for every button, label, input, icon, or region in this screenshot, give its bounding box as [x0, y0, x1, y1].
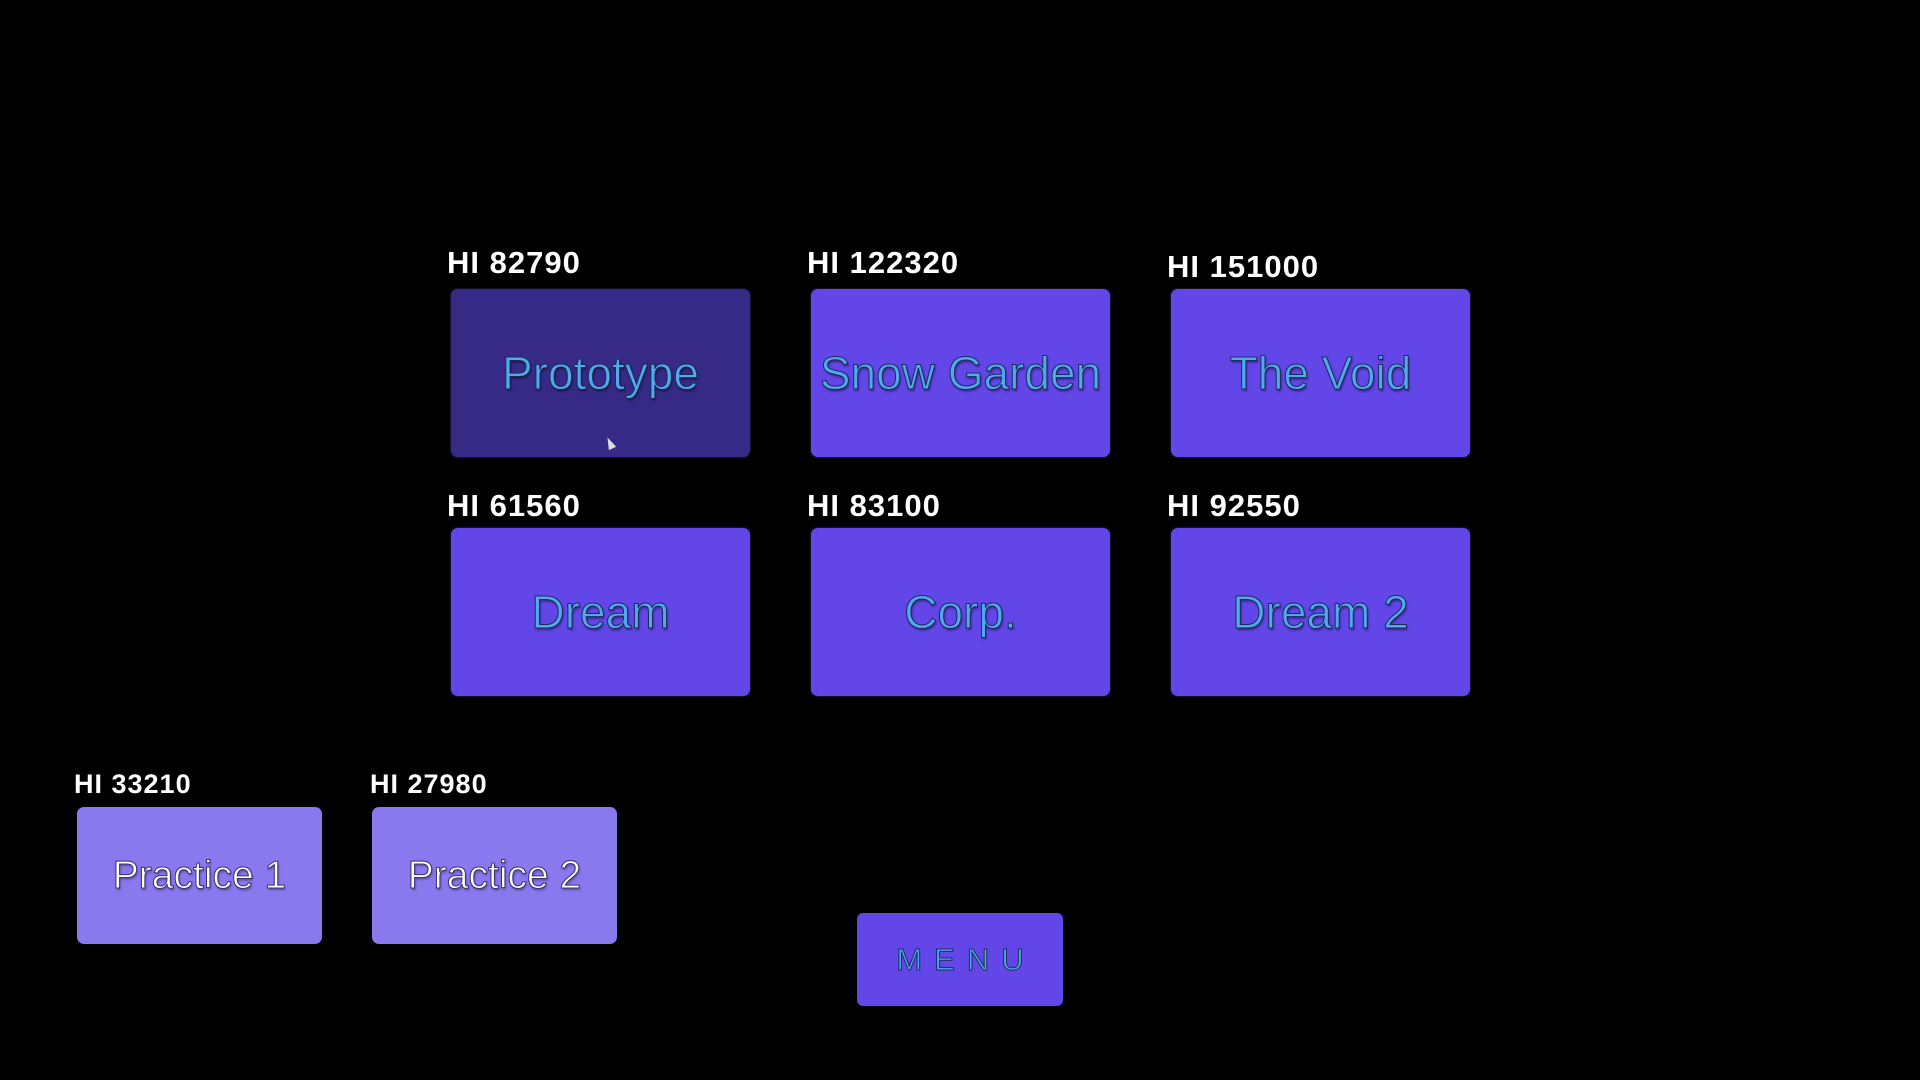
level-button-snow-garden[interactable]: Snow Garden: [811, 289, 1110, 457]
menu-label: MENU: [896, 941, 1036, 977]
high-score-snow-garden: HI 122320: [807, 245, 960, 280]
level-button-the-void[interactable]: The Void: [1171, 289, 1470, 457]
practice-label: Practice 1: [112, 853, 287, 897]
high-score-dream: HI 61560: [447, 488, 581, 523]
level-button-corp[interactable]: Corp.: [811, 528, 1110, 696]
high-score-the-void: HI 151000: [1167, 249, 1320, 284]
level-label: Dream 2: [1232, 586, 1409, 639]
level-button-dream-2[interactable]: Dream 2: [1171, 528, 1470, 696]
level-label: Prototype: [502, 347, 700, 400]
practice-2-button[interactable]: Practice 2: [372, 807, 617, 944]
level-label: Corp.: [904, 586, 1017, 639]
high-score-practice-2: HI 27980: [370, 769, 488, 799]
high-score-prototype: HI 82790: [447, 245, 581, 280]
high-score-corp: HI 83100: [807, 488, 941, 523]
menu-button[interactable]: MENU: [857, 913, 1063, 1006]
level-button-dream[interactable]: Dream: [451, 528, 750, 696]
level-label: The Void: [1229, 347, 1412, 400]
high-score-practice-1: HI 33210: [74, 769, 192, 799]
practice-label: Practice 2: [407, 853, 582, 897]
level-label: Snow Garden: [819, 347, 1102, 400]
practice-1-button[interactable]: Practice 1: [77, 807, 322, 944]
high-score-dream-2: HI 92550: [1167, 488, 1301, 523]
level-label: Dream: [531, 586, 670, 639]
level-button-prototype[interactable]: Prototype: [451, 289, 750, 457]
